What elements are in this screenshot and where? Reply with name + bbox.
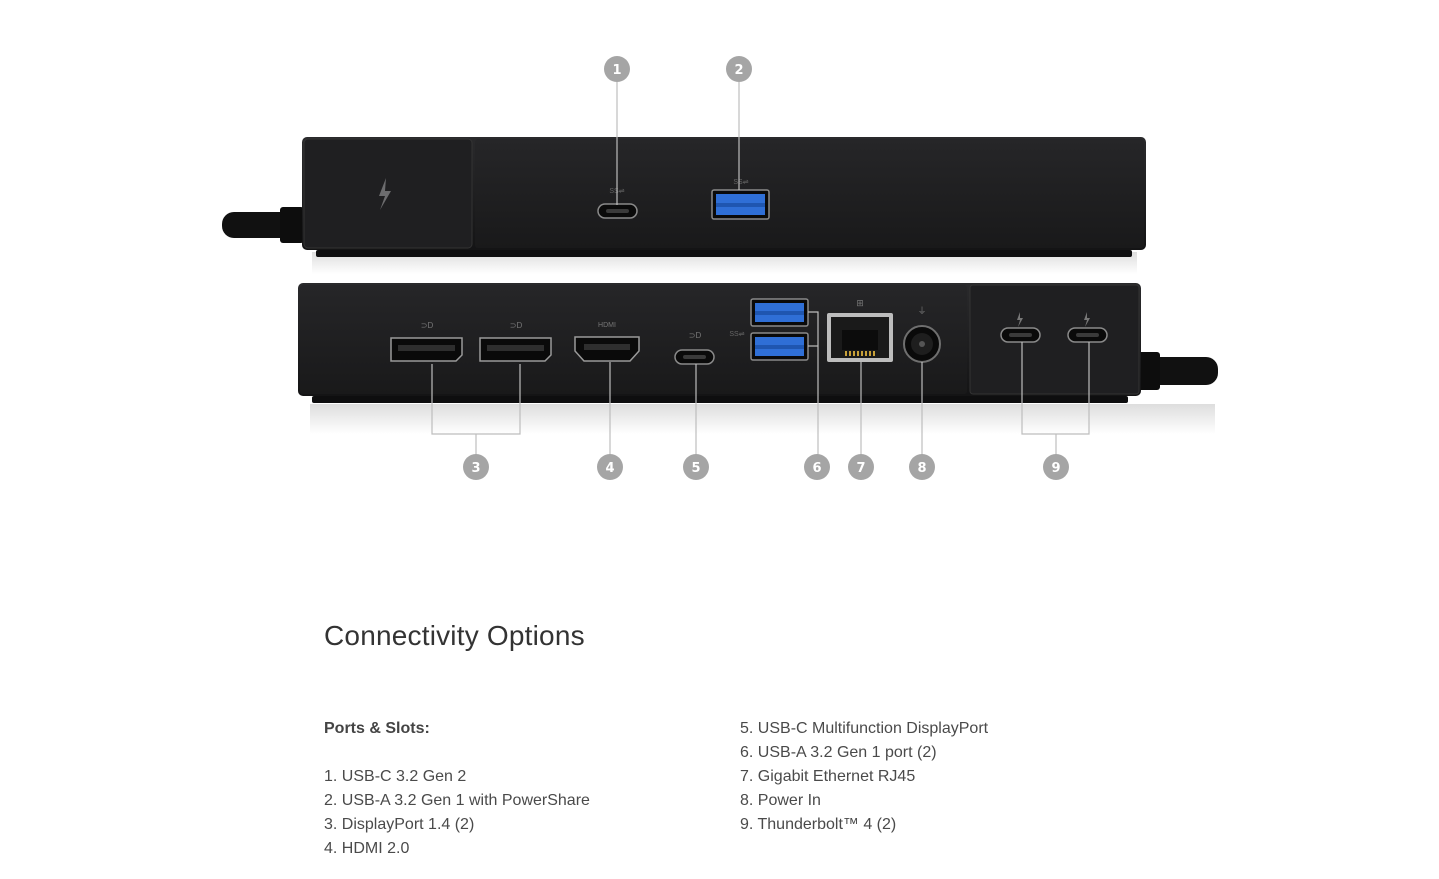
svg-text:SS⇌: SS⇌ (733, 179, 748, 186)
callout-badge-5: 5 (683, 454, 709, 480)
dock-front-view: SS⇌ SS⇌ (222, 137, 1146, 274)
svg-text:⊃D: ⊃D (689, 331, 702, 340)
spec-item: 9. Thunderbolt™ 4 (2) (740, 816, 897, 833)
spec-item: 4. HDMI 2.0 (324, 840, 410, 857)
dock-rear-view: ⊃D ⊃D HDMI ⊃D SS⇌ (298, 283, 1218, 434)
leader-lines (431, 82, 1090, 455)
callout-badge-1: 1 (604, 56, 630, 82)
spec-item: 6. USB-A 3.2 Gen 1 port (2) (740, 744, 937, 761)
hdmi-port: HDMI (574, 322, 640, 362)
svg-text:⊞: ⊞ (856, 298, 864, 308)
svg-text:8: 8 (917, 461, 926, 476)
ethernet-port: ⊞ (827, 298, 893, 362)
power-in-port: ⏚ (903, 306, 941, 363)
svg-text:1: 1 (612, 63, 621, 78)
spec-column-right: 5. USB-C Multifunction DisplayPort 6. US… (740, 717, 988, 837)
thunderbolt-icon (379, 178, 391, 210)
spec-item: 5. USB-C Multifunction DisplayPort (740, 720, 989, 737)
spec-item: 1. USB-C 3.2 Gen 2 (324, 768, 467, 785)
usb-a-ports-rear: SS⇌ (729, 298, 809, 361)
svg-text:SS⇌: SS⇌ (729, 331, 744, 338)
spec-item: 8. Power In (740, 792, 821, 809)
svg-text:⏚: ⏚ (917, 306, 926, 316)
spec-item: 3. DisplayPort 1.4 (2) (324, 816, 475, 833)
svg-text:⊃D: ⊃D (510, 321, 523, 330)
svg-text:⊃D: ⊃D (421, 321, 434, 330)
callout-badge-4: 4 (597, 454, 623, 480)
spec-list-right: 5. USB-C Multifunction DisplayPort 6. US… (740, 717, 988, 837)
spec-list-left: 1. USB-C 3.2 Gen 2 2. USB-A 3.2 Gen 1 wi… (324, 765, 590, 861)
callout-badge-2: 2 (726, 56, 752, 82)
svg-text:7: 7 (856, 461, 865, 476)
product-diagram: SS⇌ SS⇌ ⊃D ⊃D (222, 56, 1218, 480)
svg-text:3: 3 (471, 461, 480, 476)
callout-badge-8: 8 (909, 454, 935, 480)
callout-badge-6: 6 (804, 454, 830, 480)
svg-text:4: 4 (605, 461, 614, 476)
usb-a-port-front: SS⇌ (711, 179, 770, 220)
ports-heading: Ports & Slots: (324, 720, 430, 737)
svg-text:6: 6 (812, 461, 821, 476)
svg-text:9: 9 (1051, 461, 1060, 476)
thunderbolt-ports (1000, 312, 1108, 343)
spec-item: 2. USB-A 3.2 Gen 1 with PowerShare (324, 792, 590, 809)
svg-text:HDMI: HDMI (598, 322, 616, 329)
callout-badge-7: 7 (848, 454, 874, 480)
displayport-ports: ⊃D ⊃D (390, 321, 552, 362)
spec-column-left: Ports & Slots: 1. USB-C 3.2 Gen 2 2. USB… (324, 717, 590, 861)
svg-text:2: 2 (734, 63, 743, 78)
spec-item: 7. Gigabit Ethernet RJ45 (740, 768, 916, 785)
callout-badge-9: 9 (1043, 454, 1069, 480)
callout-badge-3: 3 (463, 454, 489, 480)
svg-text:5: 5 (691, 461, 700, 476)
section-title: Connectivity Options (324, 620, 585, 651)
usb-c-displayport-port: ⊃D (674, 331, 715, 365)
